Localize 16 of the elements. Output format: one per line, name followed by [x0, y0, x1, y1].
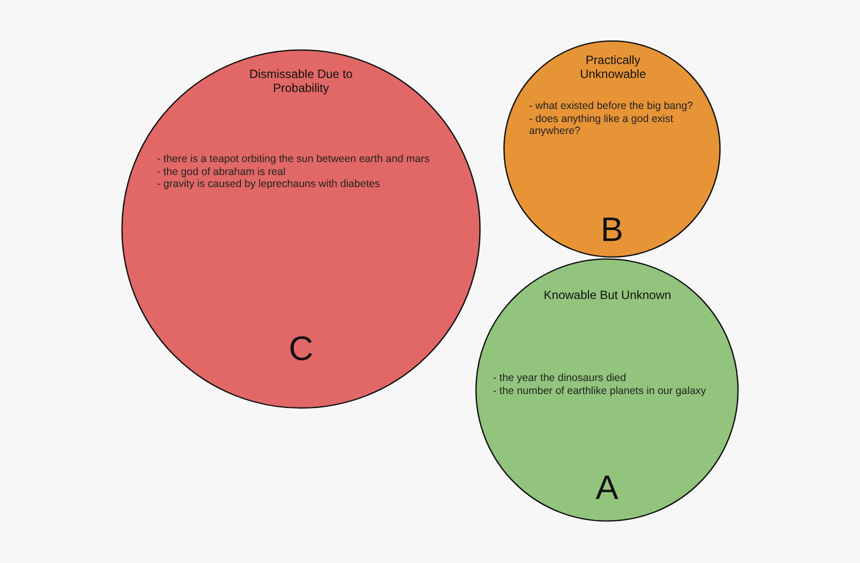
bullet-text: - gravity is caused by leprechauns with diabetes [157, 178, 381, 190]
circle-letter: C [288, 330, 314, 368]
category-circle [503, 40, 721, 258]
circle-title: Dismissable Due to Probability [248, 67, 354, 95]
bullet-text: - the number of earthlike planets in our galaxy [493, 384, 708, 397]
bullet-text: - what existed before the big bang? [529, 100, 694, 112]
bullet-text: - the year the dinosaurs died [493, 372, 628, 384]
circle-letter: A [596, 469, 618, 507]
bullet-text: - there is a teapot orbiting the sun between earth and mars [157, 153, 431, 166]
bullet-text: - the god of abraham is real [157, 166, 286, 178]
category-circle [121, 49, 481, 409]
category-circle [475, 258, 739, 522]
bullet-text: - does anything like a god exist anywhere? [529, 112, 674, 138]
circle-title: Practically Unknowable [578, 53, 648, 81]
circle-title: Knowable But Unknown [542, 288, 672, 302]
circle-letter: B [600, 211, 624, 249]
